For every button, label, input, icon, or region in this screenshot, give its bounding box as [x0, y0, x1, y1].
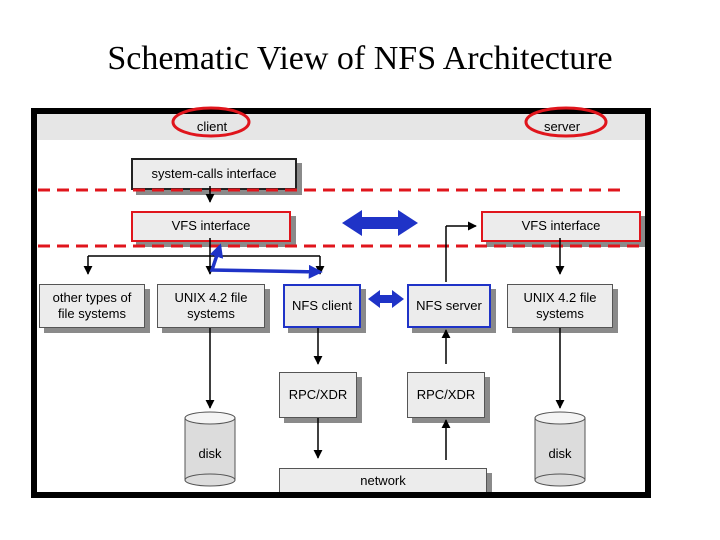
system-calls-interface-label: system-calls interface	[151, 165, 277, 181]
server-rpc-xdr-box: RPC/XDR	[407, 372, 485, 418]
diagram-frame: client server system-calls interface VFS…	[31, 108, 651, 498]
server-rpc-xdr-label: RPC/XDR	[416, 386, 476, 402]
diagram-canvas: client server system-calls interface VFS…	[37, 114, 645, 492]
client-label: client	[196, 119, 228, 134]
network-label: network	[360, 473, 406, 488]
network-box: network	[279, 468, 487, 492]
system-calls-interface-box: system-calls interface	[131, 158, 297, 190]
client-rpc-xdr-label: RPC/XDR	[288, 386, 348, 402]
nfs-server-box: NFS server	[407, 284, 491, 328]
client-rpc-xdr-box: RPC/XDR	[279, 372, 357, 418]
server-vfs-interface-box: VFS interface	[481, 211, 641, 242]
slide-title: Schematic View of NFS Architecture	[107, 40, 613, 77]
nfs-server-label: NFS server	[416, 297, 482, 313]
client-vfs-interface-label: VFS interface	[171, 218, 251, 234]
nfs-client-box: NFS client	[283, 284, 361, 328]
server-vfs-interface-label: VFS interface	[521, 218, 601, 234]
client-vfs-interface-box: VFS interface	[131, 211, 291, 242]
nfs-client-label: NFS client	[292, 297, 352, 313]
server-label: server	[543, 119, 581, 134]
